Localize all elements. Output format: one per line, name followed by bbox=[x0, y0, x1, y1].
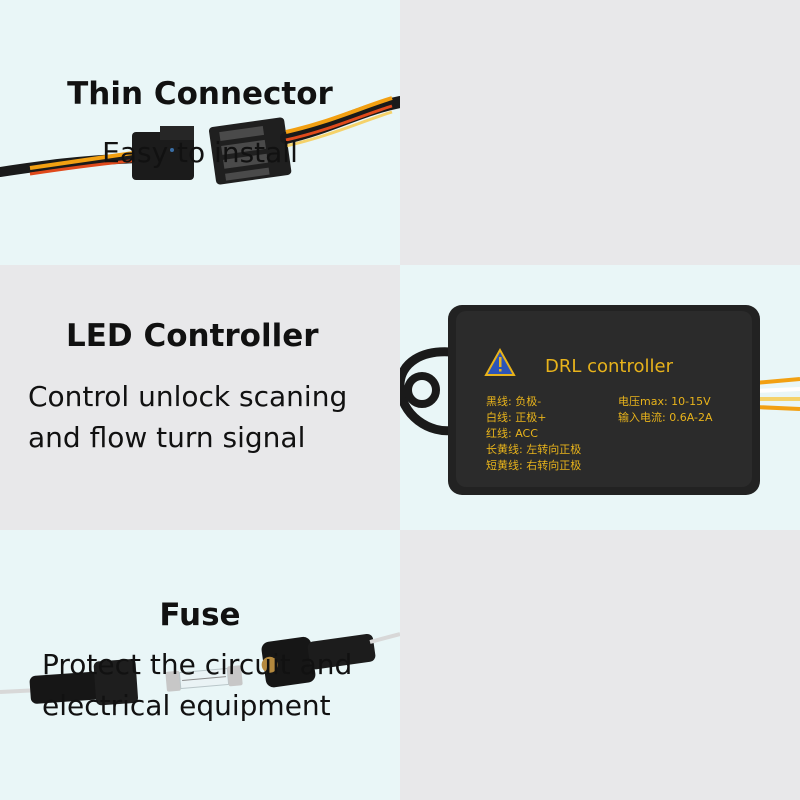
thin-connector-title: Thin Connector bbox=[67, 76, 333, 112]
led-controller-description-line-2: and flow turn signal bbox=[28, 421, 306, 454]
fuse-description-line-2: electrical equipment bbox=[42, 689, 331, 722]
led-controller-panel bbox=[0, 265, 400, 530]
controller-spec-right-2: 输入电流: 0.6A-2A bbox=[618, 410, 713, 424]
controller-illustration: DRL controller 黑线: 负极- 白线: 正极+ 红线: ACC 长… bbox=[400, 305, 800, 495]
controller-photo: DRL controller 黑线: 负极- 白线: 正极+ 红线: ACC 长… bbox=[400, 265, 800, 530]
controller-spec-left-3: 红线: ACC bbox=[486, 426, 538, 440]
led-controller-title: LED Controller bbox=[66, 318, 319, 354]
fuse-title: Fuse bbox=[159, 597, 241, 633]
fuse-panel bbox=[400, 530, 800, 800]
fuse-photo bbox=[0, 530, 400, 800]
thin-connector-panel bbox=[400, 0, 800, 265]
fuse-description-line-1: Protect the circuit and bbox=[42, 648, 353, 681]
controller-spec-left-1: 黑线: 负极- bbox=[486, 394, 541, 408]
fuse-illustration bbox=[0, 632, 400, 706]
controller-spec-left-2: 白线: 正极+ bbox=[486, 410, 546, 424]
connector-illustration bbox=[0, 96, 400, 185]
thin-connector-description: Easy to install bbox=[102, 136, 298, 169]
led-controller-description-line-1: Control unlock scaning bbox=[28, 380, 348, 413]
controller-title: DRL controller bbox=[545, 356, 674, 377]
connector-photo bbox=[0, 0, 400, 265]
controller-spec-left-4: 长黄线: 左转向正极 bbox=[486, 442, 581, 456]
warning-triangle-icon bbox=[484, 347, 516, 376]
controller-spec-right-1: 电压max: 10-15V bbox=[618, 395, 711, 408]
controller-spec-left-5: 短黄线: 右转向正极 bbox=[486, 458, 581, 472]
